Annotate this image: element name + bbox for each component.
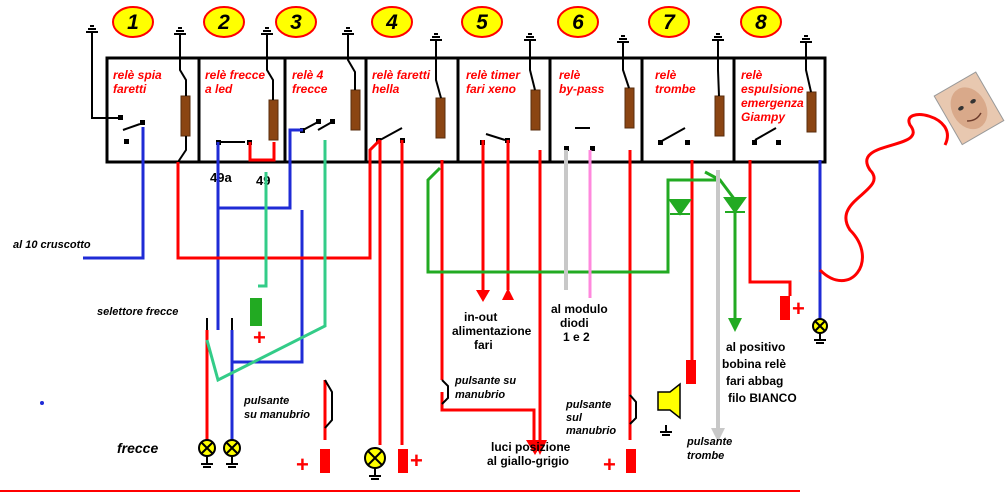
relay-label: espulsione bbox=[741, 82, 804, 96]
relay-coils bbox=[180, 87, 817, 141]
pushbutton-switch-icons bbox=[206, 318, 637, 429]
label-positivo-bobina: fari abbag bbox=[726, 374, 783, 388]
label-luci-posizione: al giallo-grigio bbox=[487, 454, 569, 468]
plus-sign: + bbox=[296, 452, 309, 477]
green-wires bbox=[426, 166, 737, 320]
diode-icon bbox=[668, 197, 747, 216]
label-pulsante-trombe: pulsante bbox=[686, 436, 732, 448]
label-positivo-bobina: filo BIANCO bbox=[728, 391, 797, 405]
pin-49-label: 49 bbox=[256, 173, 270, 188]
label-pulsante-manubrio: pulsante bbox=[243, 395, 289, 407]
blue-dot bbox=[40, 401, 44, 405]
plus-sign: + bbox=[410, 448, 423, 473]
relay-number: 7 bbox=[663, 11, 676, 34]
label-selettore-frecce: selettore frecce bbox=[97, 306, 178, 318]
relay-number: 1 bbox=[127, 11, 139, 34]
gray-wires bbox=[564, 150, 720, 430]
label-pulsante-manubrio: manubrio bbox=[455, 389, 505, 401]
green-connector-icon bbox=[250, 298, 262, 326]
relay-label: faretti bbox=[113, 82, 147, 96]
lamp-icon bbox=[198, 318, 828, 469]
label-pulsante-manubrio: pulsante bbox=[565, 399, 611, 411]
relay-label: by-pass bbox=[559, 82, 605, 96]
relay-number: 4 bbox=[385, 11, 398, 34]
horn-icon bbox=[657, 382, 681, 420]
relay-label: frecce bbox=[292, 82, 328, 96]
internal-wiring bbox=[91, 34, 812, 163]
relay-label: a led bbox=[205, 82, 233, 96]
label-pulsante-manubrio: manubrio bbox=[566, 425, 616, 437]
label-pulsante-manubrio: pulsante su bbox=[454, 375, 516, 387]
blue-wires bbox=[83, 127, 822, 440]
relay-label: relè bbox=[741, 68, 763, 82]
pin-49a-label: 49a bbox=[210, 170, 232, 185]
face-image bbox=[933, 71, 1005, 146]
label-modulo-diodi: diodi bbox=[560, 316, 589, 330]
relay-label: emergenza bbox=[741, 96, 804, 110]
relay-label: trombe bbox=[655, 82, 696, 96]
relay-number-badges: 1 2 3 4 5 6 7 8 bbox=[112, 6, 782, 38]
label-pulsante-manubrio: su manubrio bbox=[244, 409, 310, 421]
label-pulsante-manubrio: sul bbox=[566, 412, 583, 424]
plus-signs: + + + + + bbox=[253, 296, 805, 477]
relay-number: 2 bbox=[217, 11, 230, 34]
relay-label: Giampy bbox=[741, 110, 786, 124]
relay-label: relè timer bbox=[466, 68, 521, 82]
label-luci-posizione: luci posizione bbox=[491, 440, 571, 454]
ground-symbols-top bbox=[86, 25, 812, 43]
relay-label: relè bbox=[559, 68, 581, 82]
arrow-icons bbox=[476, 288, 742, 455]
relay-number: 3 bbox=[290, 11, 302, 34]
relay-number: 8 bbox=[755, 11, 767, 34]
label-positivo-bobina: bobina relè bbox=[722, 357, 786, 371]
label-positivo-bobina: al positivo bbox=[726, 340, 785, 354]
label-in-out: alimentazione bbox=[452, 324, 532, 338]
plus-sign: + bbox=[603, 452, 616, 477]
red-wires bbox=[176, 113, 949, 445]
label-cruscotto: al 10 cruscotto bbox=[13, 239, 91, 251]
label-pulsante-trombe: trombe bbox=[687, 450, 724, 462]
battery-terminal-icon bbox=[320, 296, 790, 473]
plus-sign: + bbox=[792, 296, 805, 321]
label-frecce: frecce bbox=[117, 440, 158, 456]
label-in-out: in-out bbox=[464, 310, 497, 324]
relay-labels: relè spia faretti relè frecce a led relè… bbox=[113, 68, 804, 124]
relay-label: relè spia bbox=[113, 68, 162, 82]
relay-number: 5 bbox=[476, 11, 488, 34]
relay-panel bbox=[105, 56, 827, 164]
relay-label: relè frecce bbox=[205, 68, 265, 82]
label-modulo-diodi: 1 e 2 bbox=[563, 330, 590, 344]
relay-label: fari xeno bbox=[466, 82, 516, 96]
ground-symbols-bottom bbox=[201, 333, 826, 480]
relay-label: relè 4 bbox=[292, 68, 324, 82]
relay-label: relè bbox=[655, 68, 677, 82]
plus-sign: + bbox=[253, 325, 266, 350]
relay-number: 6 bbox=[572, 11, 584, 34]
label-in-out: fari bbox=[474, 338, 493, 352]
label-modulo-diodi: al modulo bbox=[551, 302, 608, 316]
relay-label: hella bbox=[372, 82, 400, 96]
mint-wires bbox=[205, 140, 327, 383]
relay-label: relè faretti bbox=[372, 68, 431, 82]
